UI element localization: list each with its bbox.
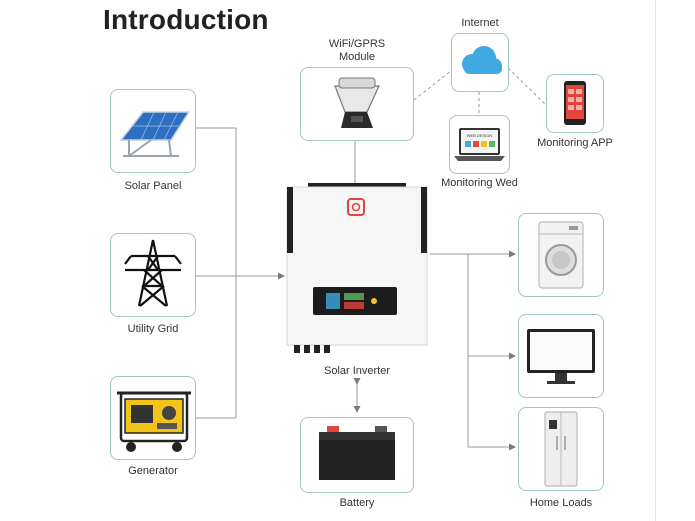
utility-grid-box <box>110 233 196 317</box>
battery-box <box>300 417 414 493</box>
input-bus-line <box>196 127 237 419</box>
internet-to-app-line <box>507 67 547 106</box>
monitoring-web-label: Monitoring Wed <box>441 177 518 189</box>
inverter-icon <box>286 183 428 353</box>
battery-label: Battery <box>339 497 375 509</box>
internet-box <box>451 33 509 92</box>
laptop-screen-text: WEB DESIGN <box>467 133 493 138</box>
solar-inverter-device <box>284 183 430 355</box>
utility-tower-icon <box>124 239 182 307</box>
generator-label: Generator <box>128 465 178 477</box>
internet-label: Internet <box>461 17 499 29</box>
monitor-box <box>518 314 604 398</box>
monitoring-app-label: Monitoring APP <box>537 137 613 149</box>
wifi-module-box <box>300 67 414 141</box>
wifi-to-internet-line <box>413 69 453 101</box>
phone-app-icon <box>564 81 586 125</box>
wifi-module-label: WiFi/GPRS Module <box>328 38 386 63</box>
solar-panel-icon <box>119 111 191 157</box>
page-title: Introduction <box>103 4 269 35</box>
home-loads-label: Home Loads <box>529 497 593 509</box>
monitoring-app-box <box>546 74 604 133</box>
generator-icon <box>117 391 191 452</box>
laptop-icon: WEB DESIGN <box>454 128 505 161</box>
refrigerator-box <box>518 407 604 491</box>
wifi-dongle-icon <box>334 77 380 128</box>
utility-grid-label: Utility Grid <box>127 323 179 335</box>
output-to-fridge-line <box>467 254 516 451</box>
monitoring-web-box: WEB DESIGN <box>449 115 510 174</box>
solar-inverter-label: Solar Inverter <box>323 365 391 377</box>
refrigerator-icon <box>544 411 578 487</box>
washing-machine-box <box>518 213 604 297</box>
cloud-icon <box>462 46 502 74</box>
battery-icon <box>319 426 395 480</box>
generator-box <box>110 376 196 460</box>
washing-machine-icon <box>538 221 584 289</box>
solar-panel-box <box>110 89 196 173</box>
solar-panel-label: Solar Panel <box>124 180 182 192</box>
monitor-icon <box>527 329 595 384</box>
page-edge-divider <box>655 0 656 521</box>
